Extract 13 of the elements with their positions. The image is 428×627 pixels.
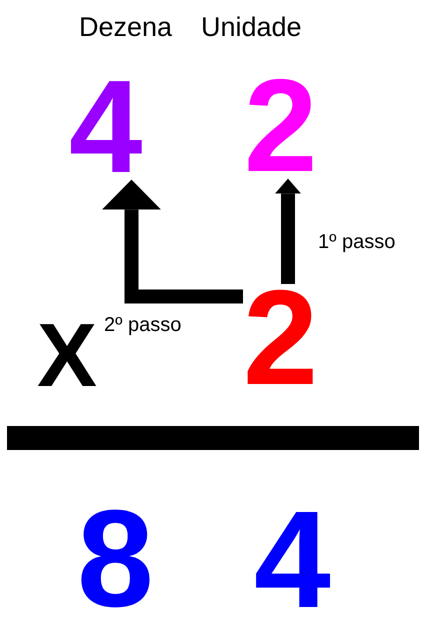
arrow xyxy=(275,178,301,284)
edge-label: 1º passo xyxy=(318,232,396,252)
edge-label: 2º passo xyxy=(104,315,182,335)
product-digit: 8 xyxy=(77,504,154,614)
multiplicand-digit: 4 xyxy=(69,74,142,180)
column-heading: Dezena xyxy=(79,14,172,41)
multiplier-digit: 2 xyxy=(243,284,318,392)
product-digit: 4 xyxy=(254,505,331,616)
result-bar xyxy=(7,426,419,450)
multiplication-sign: X xyxy=(37,320,98,392)
arrow xyxy=(102,180,243,304)
multiplicand-digit: 2 xyxy=(244,73,318,179)
column-heading: Unidade xyxy=(201,14,302,41)
